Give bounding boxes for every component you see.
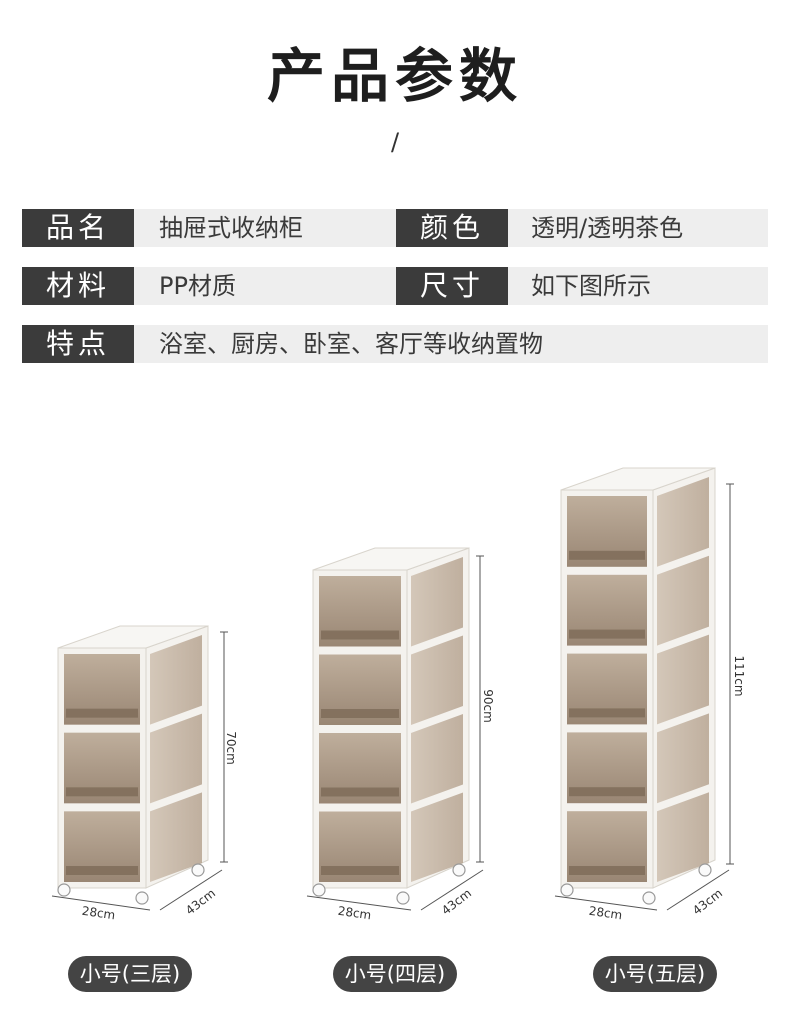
spec-label-material: 材料 xyxy=(22,267,134,305)
cabinet-4-layer-drawer-handle-4 xyxy=(321,866,399,875)
cabinet-4-layer-drawer-side-1 xyxy=(411,557,463,647)
cabinet-5-layer-drawer-handle-3 xyxy=(569,708,645,718)
depth-label-3: 43cm xyxy=(183,886,218,918)
cabinet-3-layer-wheel-1 xyxy=(57,883,71,897)
cabinet-5-layer-wheel-1 xyxy=(560,883,574,897)
spec-value-material: PP材质 xyxy=(159,272,236,300)
cabinet-3-layer-drawer-side-2 xyxy=(150,713,202,804)
cabinet-3-layer-wheel-2 xyxy=(135,891,149,905)
spec-value-name: 抽屉式收纳柜 xyxy=(159,214,303,242)
height-label-3: 70cm xyxy=(224,731,238,765)
cabinet-4-layer-drawer-handle-3 xyxy=(321,787,399,797)
cabinet-4-layer-drawer-side-2 xyxy=(411,635,463,725)
cabinet-3-layer-wheel-3 xyxy=(191,863,205,877)
cabinet-5-layer-depth-line xyxy=(666,869,730,911)
width-label-5: 28cm xyxy=(588,904,623,923)
cabinet-3-layer-depth-line xyxy=(159,869,223,911)
cabinet-5-layer-drawer-handle-1 xyxy=(569,550,645,560)
cabinet-4-layer-wheel-3 xyxy=(452,863,466,877)
spec-label-feature: 特点 xyxy=(22,325,134,363)
height-label-5: 111cm xyxy=(732,655,746,696)
cabinet-5-layer-drawer-side-4 xyxy=(657,713,709,804)
cabinet-4-layer-drawer-side-4 xyxy=(411,792,463,882)
cabinet-4-layer-drawer-handle-2 xyxy=(321,709,399,718)
height-label-4: 90cm xyxy=(481,689,495,723)
cabinet-4-layer-depth-line xyxy=(420,869,484,911)
cabinet-4-layer-wheel-1 xyxy=(312,883,326,897)
product-name-5-layer: 小号(五层) xyxy=(593,956,717,992)
page-subtitle: / xyxy=(390,128,400,156)
product-name-3-layer: 小号(三层) xyxy=(68,956,192,992)
cabinet-3-layer-drawer-side-1 xyxy=(150,635,202,725)
cabinet-5-layer-width-line xyxy=(554,895,658,911)
cabinet-5-layer-drawer-side-2 xyxy=(657,555,709,646)
spec-row-2: 材料 PP材质 尺寸 如下图所示 xyxy=(22,267,768,305)
spec-value-color: 透明/透明茶色 xyxy=(531,214,684,242)
width-label-3: 28cm xyxy=(81,904,116,923)
cabinet-5-layer-drawer-side-5 xyxy=(657,792,709,882)
spec-label-name: 品名 xyxy=(22,209,134,247)
spec-label-color: 颜色 xyxy=(396,209,508,247)
cabinet-4-layer-wheel-2 xyxy=(396,891,410,905)
cabinet-5-layer-drawer-handle-5 xyxy=(569,866,645,875)
cabinet-4-layer-width-line xyxy=(306,895,412,911)
cabinet-5-layer-drawer-handle-4 xyxy=(569,787,645,797)
spec-row-3: 特点 浴室、厨房、卧室、客厅等收纳置物 xyxy=(22,325,768,363)
cabinet-3-layer-drawer-handle-2 xyxy=(66,787,138,797)
width-label-4: 28cm xyxy=(337,904,372,923)
cabinet-5-layer-drawer-handle-2 xyxy=(569,629,645,639)
cabinet-3-layer-drawer-handle-1 xyxy=(66,708,138,718)
product-name-4-layer: 小号(四层) xyxy=(333,956,457,992)
spec-value-feature: 浴室、厨房、卧室、客厅等收纳置物 xyxy=(159,330,543,358)
spec-value-size: 如下图所示 xyxy=(531,272,651,300)
cabinet-5-layer-wheel-2 xyxy=(642,891,656,905)
page-title: 产品参数 xyxy=(266,42,523,110)
cabinet-3-layer-width-line xyxy=(51,895,151,911)
cabinet-3-layer-drawer-side-3 xyxy=(150,792,202,882)
depth-label-4: 43cm xyxy=(439,886,474,918)
cabinet-3-layer-drawer-handle-3 xyxy=(66,866,138,875)
cabinet-5-layer-drawer-side-3 xyxy=(657,634,709,725)
spec-label-size: 尺寸 xyxy=(396,267,508,305)
depth-label-5: 43cm xyxy=(690,886,725,918)
cabinet-4-layer-drawer-side-3 xyxy=(411,714,463,804)
cabinet-5-layer-wheel-3 xyxy=(698,863,712,877)
cabinet-4-layer-drawer-handle-1 xyxy=(321,630,399,640)
cabinet-5-layer-drawer-side-1 xyxy=(657,477,709,567)
spec-row-1: 品名 抽屉式收纳柜 颜色 透明/透明茶色 xyxy=(22,209,768,247)
